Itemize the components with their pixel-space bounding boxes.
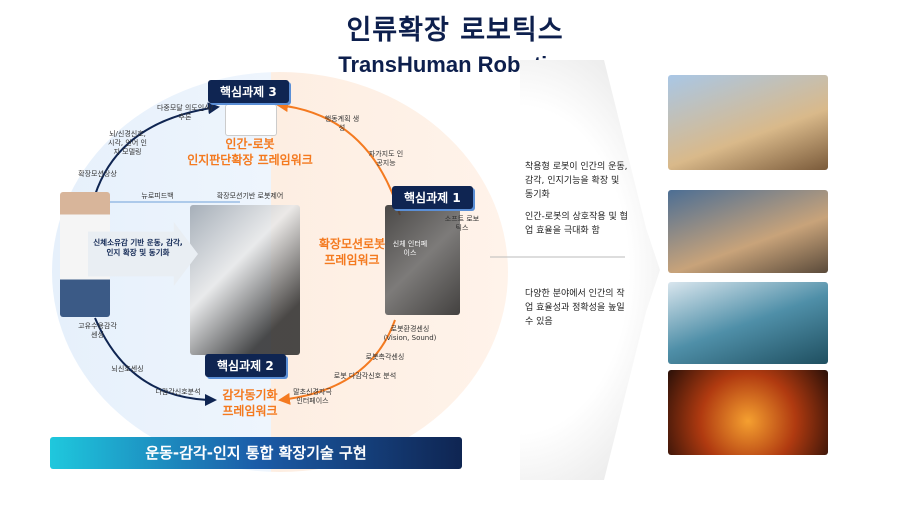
task1-badge: 핵심과제 1 [392, 186, 473, 209]
firefighter-photo [668, 370, 828, 455]
label-brain-model: 뇌/신경신호, 시각, 언어 인지 모델링 [108, 130, 147, 156]
label-interface: 신체 인터페이스 [392, 240, 428, 257]
label-action-plan: 행동계획 생성 [324, 115, 360, 132]
right-text-3: 다양한 분야에서 인간의 작업 효율성과 정확성을 높일 수 있음 [525, 289, 625, 327]
label-proprio: 고유수용감각 센싱 [78, 322, 117, 339]
construction-worker-photo [668, 75, 828, 170]
label-robot-signal: 로봇 다감각신호 분석 [333, 372, 397, 380]
label-ext-motion-state: 확장모션상상 [78, 170, 117, 178]
right-text-2: 인간-로봇의 상호작용 및 협업 효율을 극대화 함 [525, 212, 628, 236]
arrow-orange-top [276, 100, 401, 216]
label-self-supervised: 자가지도 인공지능 [368, 150, 404, 167]
arrow-blue-top [94, 102, 220, 196]
label-soft-robotics: 소프트 로보틱스 [444, 215, 480, 232]
task2-badge: 핵심과제 2 [205, 354, 286, 377]
central-arrow [88, 222, 198, 286]
surgeon-photo [668, 282, 828, 364]
label-multimodal: 다중모달 의도인식/추론 [156, 104, 214, 121]
warehouse-worker-photo [668, 190, 828, 273]
arrow-blue-bottom [94, 317, 217, 406]
page-title: 인류확장 로보틱스 [346, 15, 564, 46]
neural-network-icon [225, 104, 277, 136]
bottom-banner: 운동-감각-인지 통합 확장기술 구현 [50, 437, 462, 469]
task3-badge: 핵심과제 3 [208, 80, 289, 103]
robot-exoskeleton-image [385, 205, 460, 315]
right-text-1: 착용형 로봇이 인간의 운동, 감각, 인지기능을 확장 및 동기화 [525, 162, 628, 200]
arrow-text: 신체소유감 기반 운동, 감각, 인지 확장 및 동기화 [93, 238, 183, 257]
arrow-orange-bottom [278, 319, 396, 405]
label-brain-sensing: 뇌신호센싱 [111, 365, 144, 373]
label-env-sensing: 로봇환경센싱 (Vision, Sound) [383, 325, 437, 342]
label-multisense: 다감각신호분석 [155, 388, 201, 396]
exoskeleton-person-image [190, 205, 300, 355]
label-neurofeedback: 뉴로피드백 [141, 192, 174, 200]
label-peripheral: 말초신경자극 인터페이스 [293, 388, 332, 405]
label-ext-motion-control: 확장모션기반 로봇제어 [216, 192, 284, 200]
label-tactile: 로봇촉각센싱 [365, 353, 405, 361]
